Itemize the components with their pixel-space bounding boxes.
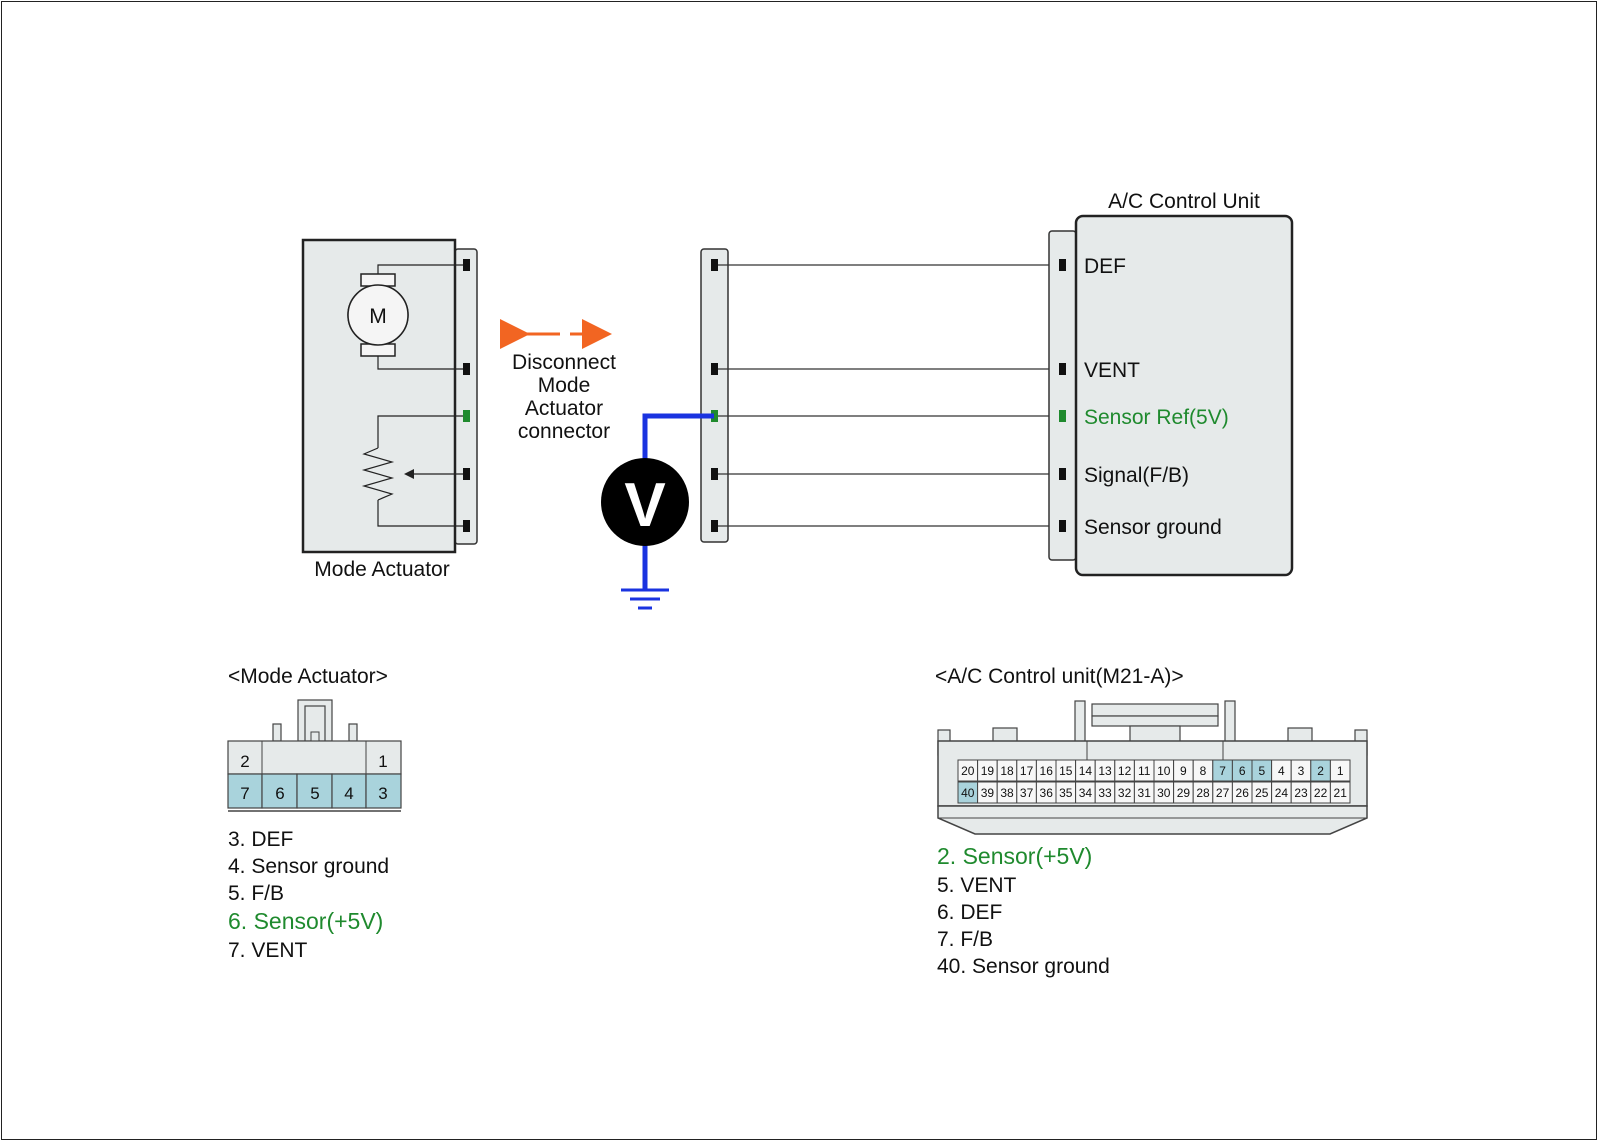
- voltmeter-letter: V: [624, 471, 665, 540]
- actuator-pin-5: 5: [310, 784, 319, 803]
- resistor-icon: [361, 447, 395, 501]
- control-pin-label: 20: [961, 764, 975, 778]
- actuator-pin-sensor: [463, 410, 470, 422]
- actuator-legend-item: 7. VENT: [228, 939, 308, 962]
- actuator-pin-4: 4: [344, 784, 353, 803]
- control-pin-label: 13: [1098, 764, 1112, 778]
- control-pin-label: 3: [1298, 764, 1305, 778]
- control-pin-label: 27: [1216, 786, 1230, 800]
- actuator-pin: [463, 520, 470, 532]
- control-pin-label: 7: [1219, 764, 1226, 778]
- control-pin-cell: [1329, 781, 1351, 804]
- control-pin-label: 32: [1118, 786, 1132, 800]
- control-legend-item: 40. Sensor ground: [937, 955, 1110, 978]
- latch-icon: [1091, 703, 1219, 717]
- control-legend-item-highlight: 2. Sensor(+5V): [937, 843, 1092, 869]
- control-pin-label: 31: [1138, 786, 1152, 800]
- control-pin-label: 33: [1098, 786, 1112, 800]
- control-unit-title: A/C Control Unit: [1108, 190, 1260, 213]
- actuator-legend-item: 4. Sensor ground: [228, 855, 389, 878]
- wires: [716, 264, 1066, 527]
- control-legend-item: 6. DEF: [937, 901, 1002, 924]
- control-pin-label: 38: [1000, 786, 1014, 800]
- control-pin-label: 35: [1059, 786, 1073, 800]
- control-pin-label: 39: [981, 786, 995, 800]
- voltmeter: V: [601, 413, 714, 610]
- control-unit-body: [1074, 214, 1294, 577]
- disconnect-line-2: Mode: [538, 374, 591, 397]
- control-pin-label: 18: [1000, 764, 1014, 778]
- control-pin-label: 24: [1275, 786, 1289, 800]
- control-pin-label: 4: [1278, 764, 1285, 778]
- actuator-pin-6: 6: [275, 784, 284, 803]
- disconnect-line-3: Actuator: [525, 397, 603, 420]
- control-pin-label: 11: [1138, 764, 1151, 778]
- pin-label-sensor-ref: Sensor Ref(5V): [1084, 406, 1229, 429]
- control-pin-label: 26: [1236, 786, 1250, 800]
- ground-icon: [621, 588, 669, 610]
- control-pin-label: 19: [981, 764, 995, 778]
- actuator-connector-title: <Mode Actuator>: [228, 665, 388, 688]
- pin-label-signal: Signal(F/B): [1084, 464, 1189, 487]
- control-pin-label: 36: [1040, 786, 1054, 800]
- mode-actuator: M Mode Actuator: [301, 238, 478, 581]
- control-pin-label: 30: [1157, 786, 1171, 800]
- actuator-pin: [463, 468, 470, 480]
- control-connector-strip: [1048, 230, 1077, 561]
- control-connector-title: <A/C Control unit(M21-A)>: [935, 665, 1184, 688]
- control-pin-label: 6: [1239, 764, 1246, 778]
- ac-control-unit: A/C Control Unit DEF VENT Sensor Ref(5V)…: [1048, 190, 1294, 577]
- disconnect-line-1: Disconnect: [512, 351, 616, 374]
- actuator-pin-2: 2: [240, 752, 249, 771]
- voltmeter-icon: [601, 458, 689, 546]
- control-pin-label: 16: [1040, 764, 1054, 778]
- control-legend-item: 7. F/B: [937, 928, 993, 951]
- control-pin-label: 21: [1334, 786, 1348, 800]
- disconnect-line-4: connector: [518, 420, 610, 443]
- disconnect-note: Disconnect Mode Actuator connector: [500, 319, 616, 443]
- control-pin-label: 23: [1294, 786, 1308, 800]
- control-pin-label: 2: [1317, 764, 1324, 778]
- control-pin-cell: [1329, 759, 1351, 782]
- control-pin-label: 22: [1314, 786, 1328, 800]
- harness-connector: [700, 248, 729, 543]
- actuator-pin-1: 1: [378, 752, 387, 771]
- control-pin-label: 37: [1020, 786, 1034, 800]
- control-pin-label: 17: [1020, 764, 1034, 778]
- probe-wire-positive: [642, 413, 714, 462]
- control-pin-label: 5: [1258, 764, 1265, 778]
- actuator-pin: [463, 363, 470, 375]
- pin-label-vent: VENT: [1084, 359, 1140, 382]
- pin-label-sensor-ground: Sensor ground: [1084, 516, 1222, 539]
- control-pin-label: 14: [1079, 764, 1093, 778]
- control-pin-label: 8: [1200, 764, 1207, 778]
- control-pin-label: 9: [1180, 764, 1187, 778]
- actuator-legend-item: 3. DEF: [228, 828, 293, 851]
- actuator-pin-7: 7: [240, 784, 249, 803]
- actuator-label: Mode Actuator: [314, 558, 449, 581]
- harness-pins: [711, 259, 718, 532]
- control-pin-label: 10: [1157, 764, 1171, 778]
- control-pin-label: 40: [961, 786, 975, 800]
- actuator-pin: [463, 259, 470, 271]
- actuator-legend-item: 5. F/B: [228, 882, 284, 905]
- motor-letter: M: [369, 305, 387, 328]
- control-pin-label: 28: [1196, 786, 1210, 800]
- actuator-pin-3: 3: [378, 784, 387, 803]
- control-legend-item: 5. VENT: [937, 874, 1017, 897]
- control-pin-label: 29: [1177, 786, 1191, 800]
- actuator-legend-item-highlight: 6. Sensor(+5V): [228, 908, 383, 934]
- pin-label-def: DEF: [1084, 255, 1126, 278]
- control-pin-label: 25: [1255, 786, 1269, 800]
- actuator-connector-strip: [454, 248, 478, 545]
- control-pin-label: 1: [1337, 764, 1344, 778]
- actuator-connector-view: <Mode Actuator> 2 1 7 6 5 4 3 3. DEF 4. …: [227, 665, 402, 962]
- control-pin-label: 15: [1059, 764, 1073, 778]
- control-pin-label: 12: [1118, 764, 1132, 778]
- control-pin-label: 34: [1079, 786, 1093, 800]
